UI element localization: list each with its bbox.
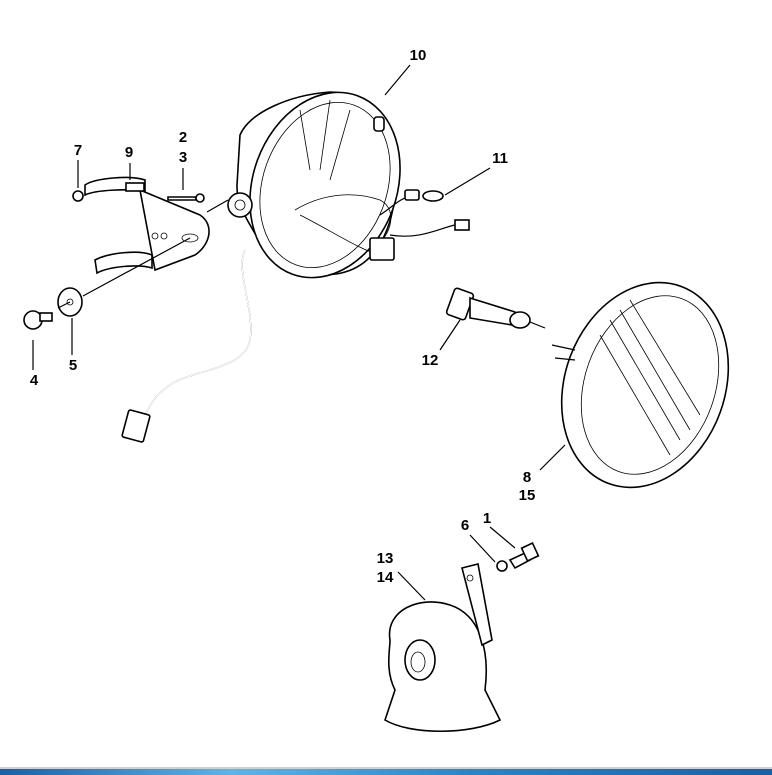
bottom-bar	[0, 767, 772, 775]
callout-15: 15	[519, 487, 536, 504]
headlight-lens	[551, 281, 730, 489]
callout-11: 11	[492, 150, 508, 167]
bulb-small	[422, 190, 444, 202]
horn	[384, 563, 502, 733]
wiring-cable	[144, 249, 252, 416]
callout-2: 2	[179, 129, 187, 146]
callout-14: 14	[377, 569, 394, 586]
callout-13: 13	[377, 550, 394, 567]
callout-4: 4	[30, 372, 39, 389]
wire-socket	[404, 189, 420, 201]
callout-6: 6	[461, 517, 469, 534]
callout-12: 12	[422, 352, 439, 369]
lock-washer	[496, 560, 508, 572]
callout-8: 8	[523, 469, 531, 486]
callout-1: 1	[483, 510, 491, 527]
wiring-connector	[121, 409, 151, 443]
headlight-bulb	[445, 287, 546, 329]
callout-9: 9	[125, 144, 133, 161]
callout-5: 5	[69, 357, 77, 374]
callout-10: 10	[410, 47, 427, 64]
adjuster-wheel	[227, 192, 253, 218]
headlight-housing	[227, 91, 401, 279]
mounting-bracket	[84, 176, 210, 275]
callout-3: 3	[179, 149, 187, 166]
screw	[167, 196, 199, 201]
callout-7: 7	[74, 142, 82, 159]
nut	[72, 190, 84, 202]
